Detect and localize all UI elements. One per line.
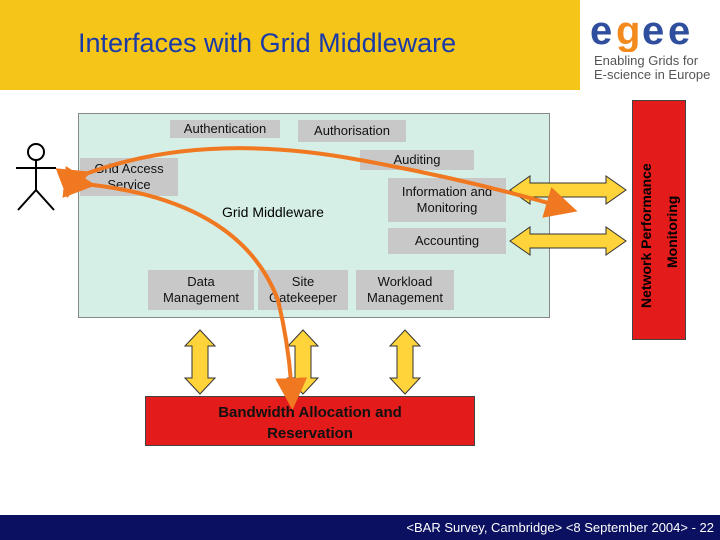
- egee-logo-mark: e g e e: [590, 9, 690, 53]
- authentication-label: Authentication: [183, 121, 267, 136]
- slide-title: Interfaces with Grid Middleware: [78, 28, 457, 58]
- authorisation-label: Authorisation: [314, 123, 390, 138]
- workload-bandwidth-double-arrow: [388, 329, 422, 395]
- user-to-bandwidth-orange-arrow: [62, 166, 308, 410]
- logo-letter-e3: e: [668, 9, 690, 52]
- footer-text: <BAR Survey, Cambridge> <8 September 200…: [406, 520, 714, 535]
- logo-letter-g: g: [616, 9, 640, 52]
- user-to-network-orange-arrow: [55, 146, 578, 218]
- footer-bar: [0, 515, 720, 540]
- egee-logo: e g e e Enabling Grids for E-science in …: [586, 8, 716, 88]
- logo-tagline-line1: Enabling Grids for: [594, 53, 699, 68]
- authentication-box: Authentication: [170, 120, 280, 138]
- header-band: [0, 0, 580, 90]
- auditing-label: Auditing: [393, 152, 441, 167]
- accounting-label: Accounting: [414, 233, 480, 248]
- network-performance-monitoring-box: [632, 100, 686, 340]
- workload-management-box: Workload Management: [356, 270, 454, 310]
- user-icon: [16, 143, 56, 211]
- logo-tagline-line2: E-science in Europe: [594, 67, 711, 82]
- logo-letter-e1: e: [590, 9, 612, 52]
- data-bandwidth-double-arrow: [183, 329, 217, 395]
- bandwidth-label-line2: Reservation: [267, 425, 353, 442]
- workload-management-label-line2: Management: [367, 290, 443, 305]
- authorisation-box: Authorisation: [298, 120, 406, 142]
- logo-letter-e2: e: [642, 9, 664, 52]
- bandwidth-allocation-box: [145, 396, 475, 446]
- accounting-network-double-arrow: [509, 226, 627, 256]
- info-network-double-arrow: [509, 175, 627, 205]
- workload-management-label-line1: Workload: [377, 274, 433, 289]
- accounting-box: Accounting: [388, 228, 506, 254]
